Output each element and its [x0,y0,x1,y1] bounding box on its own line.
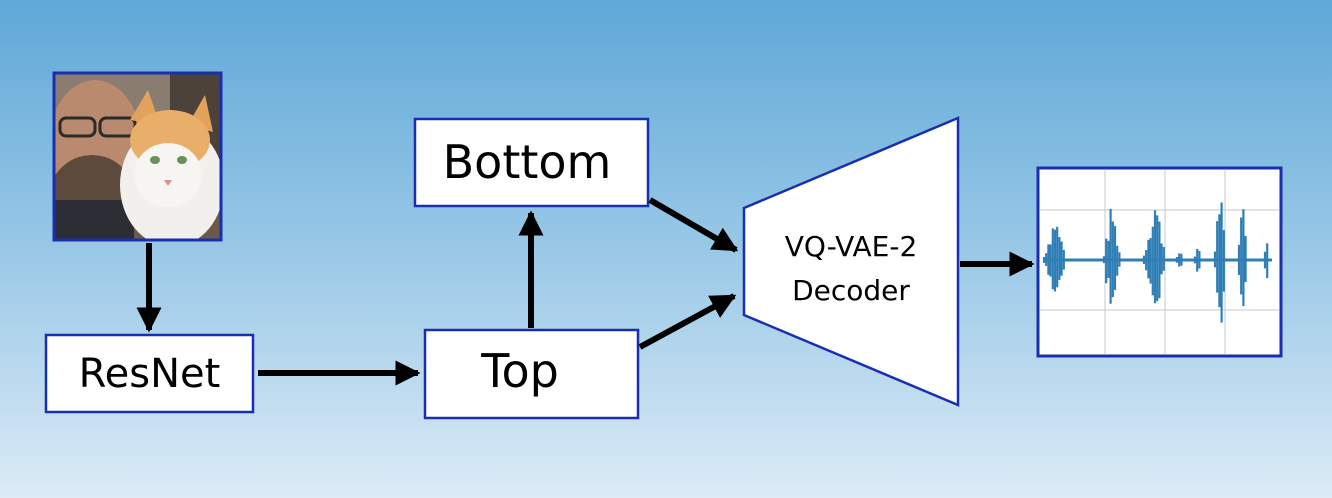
top-label: Top [480,344,559,398]
resnet-node: ResNet [44,333,255,414]
arrow-bottom-to-decoder [648,197,739,253]
person-with-cat-photo-icon [54,73,221,240]
decoder-label-line2: Decoder [792,274,910,307]
bottom-label: Bottom [443,135,612,189]
arrows [136,197,1035,386]
top-node: Top [423,328,640,420]
audio-waveform-plot-icon [1036,166,1283,358]
decoder-label-line1: VQ-VAE-2 [785,230,918,263]
photo-border [52,71,223,242]
resnet-label: ResNet [79,351,221,397]
bottom-node: Bottom [413,117,650,208]
arrow-top-to-decoder [638,293,737,350]
decoder-node: VQ-VAE-2 Decoder [742,116,960,407]
